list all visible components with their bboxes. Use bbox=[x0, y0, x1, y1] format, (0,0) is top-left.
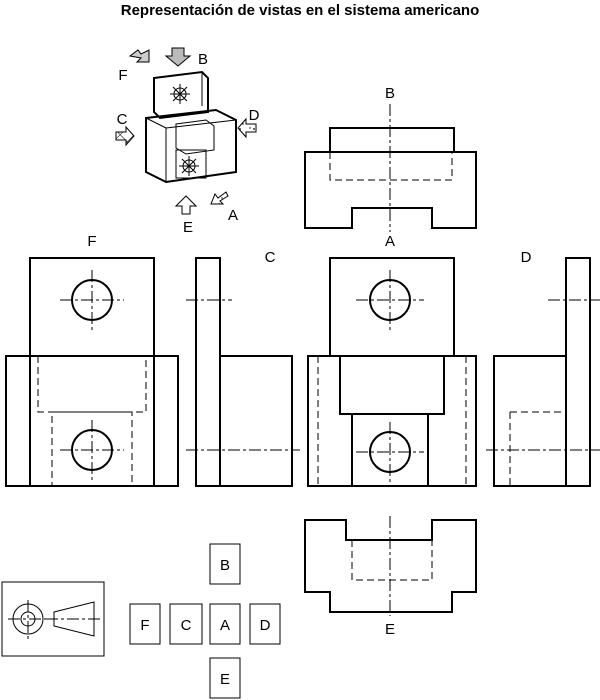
arrow-d-icon bbox=[237, 117, 257, 139]
direction-label-d: D bbox=[249, 107, 260, 124]
isometric-sunburst-front bbox=[179, 156, 199, 176]
view-f bbox=[5, 257, 179, 487]
key-box-c: C bbox=[181, 617, 192, 634]
view-label-b: B bbox=[385, 85, 395, 102]
key-box-d: D bbox=[260, 617, 271, 634]
isometric-sunburst-top bbox=[170, 84, 190, 104]
arrow-f-icon bbox=[128, 49, 150, 63]
page-title: Representación de vistas en el sistema a… bbox=[121, 2, 480, 19]
view-d bbox=[486, 257, 600, 487]
view-label-f: F bbox=[87, 233, 96, 250]
arrow-c-icon bbox=[115, 125, 135, 147]
view-label-a: A bbox=[385, 233, 395, 250]
projection-symbol bbox=[1, 581, 105, 657]
view-a bbox=[307, 257, 477, 487]
layout-key bbox=[129, 543, 281, 699]
direction-label-b: B bbox=[198, 51, 208, 68]
direction-label-f: F bbox=[118, 67, 127, 84]
key-box-a: A bbox=[220, 617, 230, 634]
view-c bbox=[186, 257, 300, 487]
view-label-c: C bbox=[265, 249, 276, 266]
direction-label-c: C bbox=[117, 111, 128, 128]
arrow-e-icon bbox=[174, 195, 198, 215]
view-e bbox=[304, 516, 477, 616]
isometric-part bbox=[145, 70, 237, 184]
view-label-d: D bbox=[521, 249, 532, 266]
view-label-e: E bbox=[385, 621, 395, 638]
key-box-e: E bbox=[220, 671, 230, 688]
key-box-b: B bbox=[220, 557, 230, 574]
key-box-f: F bbox=[140, 617, 149, 634]
direction-label-e: E bbox=[183, 219, 193, 236]
direction-label-a: A bbox=[228, 207, 238, 224]
view-b bbox=[304, 104, 477, 232]
arrow-b-icon bbox=[164, 47, 192, 67]
arrow-a-icon bbox=[210, 191, 229, 205]
